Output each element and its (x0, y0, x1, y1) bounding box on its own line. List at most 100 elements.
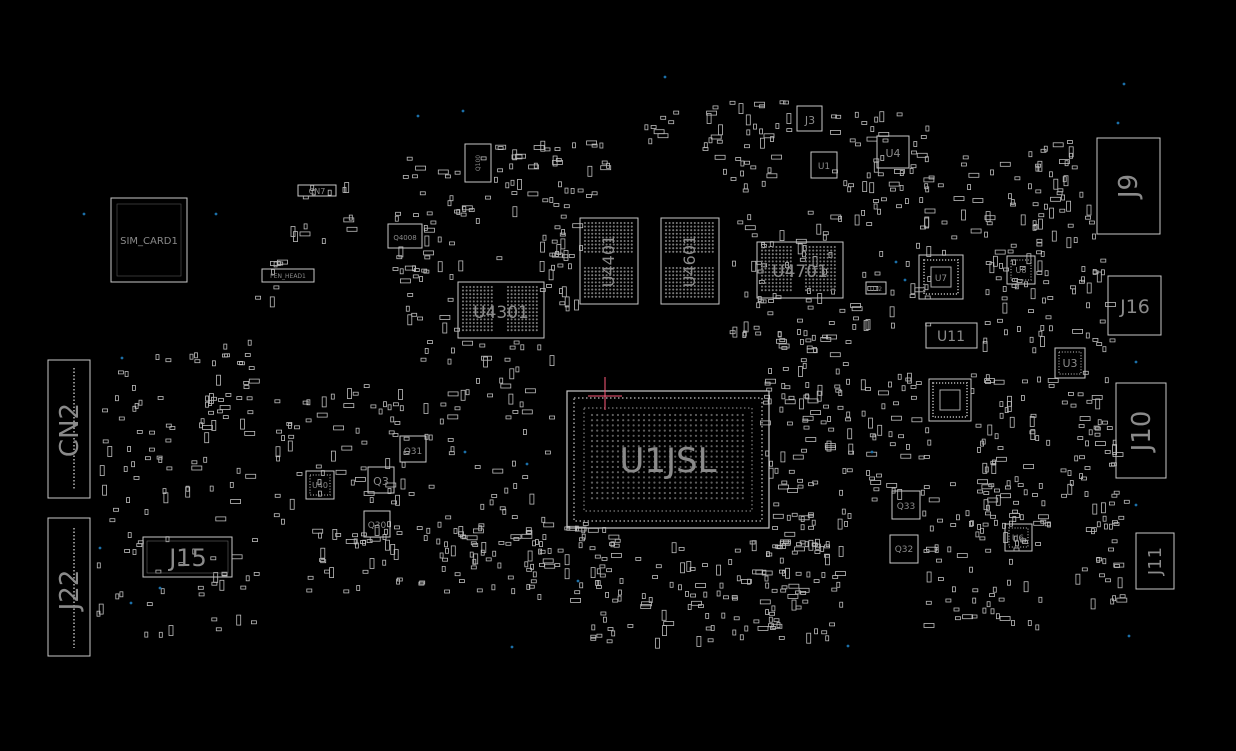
passive-component (539, 549, 546, 554)
passive-component (392, 402, 399, 407)
passive-component (221, 571, 228, 576)
passive-component (591, 624, 596, 631)
u7-component[interactable]: U7 (918, 254, 964, 300)
bga-ball (694, 465, 698, 469)
passive-component (1000, 493, 1011, 499)
bga-ball (715, 481, 718, 484)
bga-ball (648, 486, 651, 489)
u12-component[interactable]: U12 (865, 281, 887, 295)
u3-component[interactable]: U3 (1054, 347, 1086, 379)
bga-ball (682, 232, 686, 235)
bga-ball (700, 247, 704, 250)
passive-component (205, 395, 210, 402)
passive-component (910, 385, 917, 389)
passive-component (454, 572, 461, 577)
bga-ball (700, 455, 703, 458)
cn7-component[interactable]: CN7 (297, 184, 337, 197)
passive-component (461, 205, 473, 211)
j15-component[interactable]: J15 (142, 536, 233, 578)
bga-ball (760, 285, 764, 288)
sim-card1-component[interactable]: SIM_CARD1 (110, 197, 188, 283)
q32-component[interactable]: Q32 (889, 534, 919, 564)
bga-ball (690, 277, 693, 280)
bga-ball (465, 307, 468, 310)
u4401-component[interactable]: U4401 (579, 217, 639, 305)
bga-ball (760, 256, 764, 259)
bga-ball (611, 491, 614, 495)
u4301-component[interactable]: U4301 (457, 281, 545, 339)
passive-component (1046, 439, 1051, 446)
q33-component[interactable]: Q33 (891, 490, 921, 520)
passive-component (606, 162, 610, 169)
passive-component (1112, 595, 1116, 602)
u8-component[interactable]: U8 (1006, 255, 1036, 285)
bga-ball (461, 318, 465, 321)
bga-ball (679, 471, 682, 474)
u4-component[interactable]: U4 (876, 135, 910, 169)
passive-component (894, 168, 905, 174)
q4008-component[interactable]: Q4008 (387, 223, 423, 249)
pmic-center-right-component[interactable] (928, 378, 972, 422)
bga-ball (596, 460, 599, 463)
u4701-component[interactable]: U4701 (756, 241, 844, 299)
bga-ball (771, 285, 774, 288)
passive-component (395, 211, 402, 216)
bga-ball (789, 281, 792, 285)
j11-component[interactable]: J11 (1135, 532, 1175, 590)
pen-head1-component[interactable]: PEN_HEAD1 (261, 268, 315, 283)
j9-component[interactable]: J9 (1096, 137, 1161, 235)
j22-component[interactable]: J22 (47, 517, 91, 657)
u4601-component[interactable]: U4601 (660, 217, 720, 305)
passive-component (870, 480, 882, 485)
j10-component[interactable]: J10 (1115, 382, 1167, 479)
passive-component (1070, 403, 1077, 408)
j3-component[interactable]: J3 (796, 105, 823, 132)
passive-component (197, 585, 204, 590)
bga-ball (778, 267, 782, 270)
bga-ball (583, 232, 587, 235)
bga-ball (616, 239, 619, 243)
passive-component (552, 155, 558, 167)
bga-ball (648, 419, 651, 422)
bga-ball (782, 285, 785, 288)
bga-ball (627, 243, 630, 246)
bga-ball (605, 225, 608, 228)
bga-ball (583, 292, 587, 295)
q30-component[interactable]: Q30 (363, 510, 391, 538)
bga-ball (741, 476, 744, 479)
j16-component[interactable]: J16 (1107, 275, 1162, 336)
bga-ball (674, 460, 677, 463)
passive-component (671, 542, 677, 554)
passive-component (788, 469, 795, 474)
via-dot (1134, 360, 1138, 364)
passive-component (905, 198, 909, 205)
u1jsl-component[interactable]: U1JSL (566, 390, 770, 529)
bga-ball (658, 476, 661, 479)
bga-ball (684, 471, 687, 474)
u40-component[interactable]: U40 (305, 470, 335, 500)
q3-component[interactable]: Q3 (367, 466, 395, 494)
bga-ball (472, 329, 475, 332)
bga-ball (690, 247, 693, 250)
q100-component[interactable]: Q100 (464, 143, 492, 183)
bga-ball (623, 292, 626, 295)
bga-ball (682, 270, 686, 273)
bga-ball (598, 247, 601, 250)
u1-component[interactable]: U1 (810, 151, 838, 179)
bga-ball (623, 274, 626, 277)
bga-ball (689, 429, 692, 432)
passive-component (288, 434, 295, 439)
bga-ball (672, 247, 675, 250)
passive-component (918, 455, 925, 460)
bga-ball (700, 266, 704, 270)
cn2-component[interactable]: CN2 (47, 359, 91, 499)
bga-ball (637, 497, 640, 500)
u6-component[interactable]: U6 (1004, 523, 1033, 552)
q31-component[interactable]: Q31 (399, 435, 427, 463)
u11-component[interactable]: U11 (925, 322, 978, 349)
bga-ball (627, 419, 630, 422)
bga-ball (741, 413, 744, 417)
bga-ball (596, 419, 599, 422)
bga-ball (684, 486, 687, 489)
bga-ball (778, 271, 782, 274)
